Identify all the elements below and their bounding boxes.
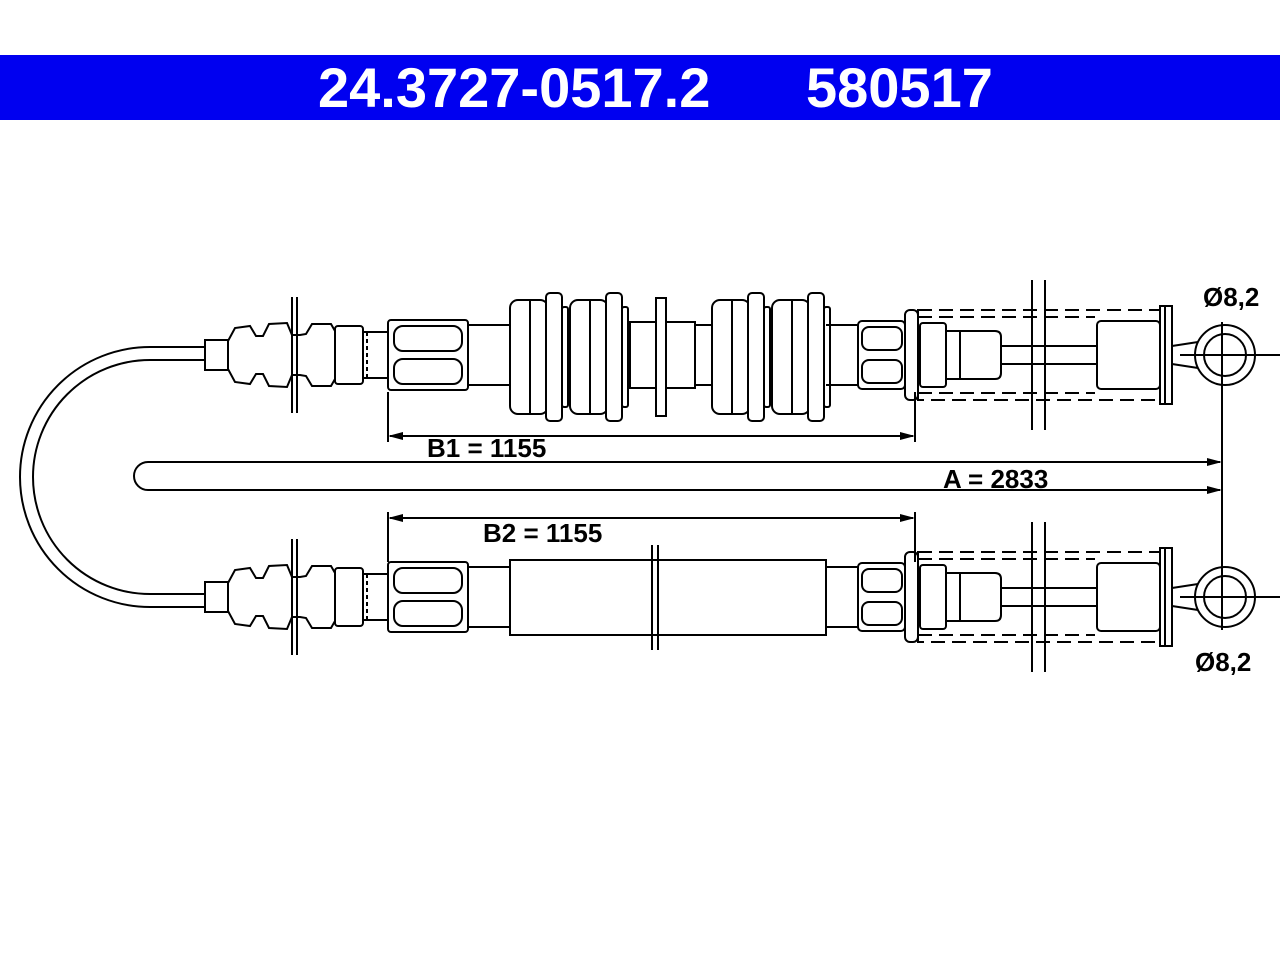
reference-number: 580517 <box>806 56 993 119</box>
a-label: A = 2833 <box>943 464 1048 494</box>
top-left-fitting <box>204 296 511 414</box>
b2-label: B2 = 1155 <box>483 518 602 548</box>
top-sleeve-4 <box>771 292 831 422</box>
top-sleeve-1 <box>509 292 569 422</box>
bottom-sheath <box>509 559 827 636</box>
b1-dimension: B1 = 1155 <box>387 392 916 463</box>
cable-loop <box>19 346 205 608</box>
a-dimension: A = 2833 <box>133 458 1222 494</box>
top-sleeves <box>509 292 831 422</box>
header-bar: 24.3727-0517.2 580517 <box>0 55 1280 120</box>
top-sleeve-2 <box>569 292 629 422</box>
eye-top-diameter-label: Ø8,2 <box>1203 282 1259 312</box>
bottom-cable <box>204 521 1280 673</box>
b1-label: B1 = 1155 <box>427 433 546 463</box>
eye-bottom-diameter-label: Ø8,2 <box>1195 647 1251 677</box>
top-sleeve-3 <box>711 292 771 422</box>
bottom-left-fitting <box>204 538 511 656</box>
top-cable <box>204 279 1280 431</box>
part-number: 24.3727-0517.2 <box>318 56 711 119</box>
b2-dimension: B2 = 1155 <box>387 512 916 562</box>
top-middle-clip <box>655 297 667 417</box>
